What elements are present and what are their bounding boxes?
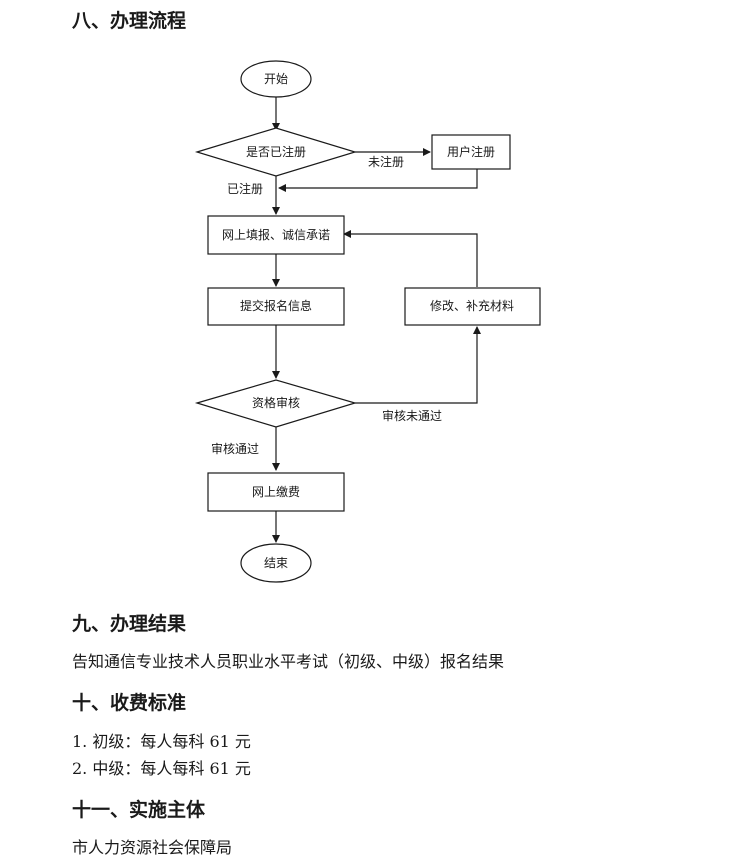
qualification-review-label: 资格审核	[252, 395, 300, 410]
arrow-register-back	[278, 169, 478, 192]
flowchart: 开始 是否已注册 未注册 用户注册 已注册 网上填报、诚信承诺 提交报名信息 修…	[194, 60, 541, 583]
fill-online-box	[207, 215, 345, 255]
section-title-authority: 十一、实施主体	[72, 799, 206, 821]
arrow-modify-to-fill	[343, 230, 478, 287]
fee-item-primary: 1. 初级：每人每科 61 元	[72, 732, 251, 751]
modify-materials-label: 修改、补充材料	[430, 298, 514, 313]
end-node	[240, 543, 312, 583]
pay-online-label: 网上缴费	[252, 484, 300, 499]
submit-info-label: 提交报名信息	[240, 298, 312, 313]
authority-text: 市人力资源社会保障局	[72, 838, 233, 857]
submit-info-box	[207, 287, 345, 326]
section-title-fees: 十、收费标准	[72, 692, 187, 714]
registered-check-label: 是否已注册	[246, 144, 306, 159]
user-register-label: 用户注册	[447, 144, 495, 159]
fee-item-intermediate: 2. 中级：每人每科 61 元	[72, 759, 251, 778]
fill-online-label: 网上填报、诚信承诺	[222, 227, 330, 242]
arrow-review-to-modify	[355, 326, 481, 404]
result-text: 告知通信专业技术人员职业水平考试（初级、中级）报名结果	[72, 652, 505, 671]
review-failed-label: 审核未通过	[382, 408, 442, 423]
modify-materials-box	[404, 287, 541, 326]
review-passed-label: 审核通过	[211, 441, 259, 456]
registered-label: 已注册	[227, 181, 263, 196]
start-label: 开始	[264, 72, 288, 86]
not-registered-label: 未注册	[368, 154, 404, 169]
end-label: 结束	[264, 556, 288, 570]
section-title-process: 八、办理流程	[72, 10, 187, 32]
start-node	[240, 60, 312, 98]
pay-online-box	[207, 472, 345, 512]
section-title-result: 九、办理结果	[72, 613, 187, 635]
user-register-box	[431, 134, 511, 170]
decision-review	[194, 379, 358, 428]
decision-registered	[194, 127, 358, 177]
